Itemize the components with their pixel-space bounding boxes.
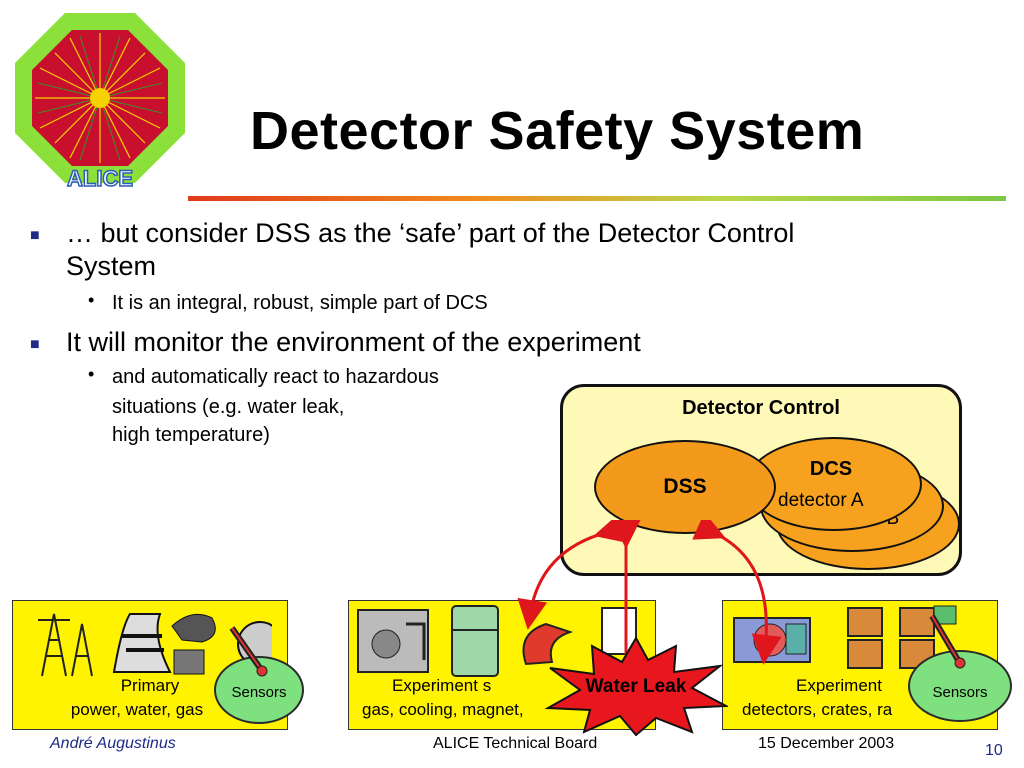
sensors-equipment: Sensors [908,650,1012,722]
services-line2: gas, cooling, magnet, [362,700,524,719]
power-utility-icon [38,613,272,677]
bullet-2-marker: ■ [30,336,40,353]
dss-label: DSS [663,475,707,498]
thermometer-icon-2 [929,614,966,669]
primary-line2: power, water, gas [70,700,204,719]
detector-a-label: detector A [778,490,864,511]
dss-ellipse [594,440,776,534]
dcs-label: DCS [809,458,853,480]
sub-bullet-1: It is an integral, robust, simple part o… [112,292,488,314]
equipment-line1: Experiment [796,676,882,695]
detector-control-label: Detector Control [682,397,840,419]
water-leak-label: Water Leak [585,676,687,697]
footer-date: 15 December 2003 [758,735,895,752]
footer-author: André Augustinus [50,735,176,752]
bullet-1-marker: ■ [30,227,40,244]
alice-logo: ALICE [15,13,185,188]
slide-title: Detector Safety System [250,101,865,161]
sub-bullet-2-marker: • [88,364,95,384]
services-equipment-icon [357,605,637,677]
sub-bullet-2-line3: high temperature) [112,424,270,446]
water-leak-burst [544,636,728,736]
sub-bullet-1-marker: • [88,290,95,310]
bullet-1-line1: … but consider DSS as the ‘safe’ part of… [66,218,795,248]
bullet-1-line2: System [66,251,157,281]
bullet-2-line1: It will monitor the environment of the e… [66,327,641,357]
thermometer-icon [229,626,268,677]
link-arrows [517,520,782,665]
services-line1: Experiment s [392,676,492,695]
logo-text: ALICE [67,166,133,188]
equipment-line2: detectors, crates, ra [742,700,893,719]
sub-bullet-2-line1: and automatically react to hazardous [112,366,439,388]
sub-bullet-2-line2: situations (e.g. water leak, [112,396,345,418]
slide-number: 10 [985,742,1003,759]
footer-title: ALICE Technical Board [433,735,598,752]
title-underline [188,196,1006,201]
primary-line1: Primary [120,676,180,695]
